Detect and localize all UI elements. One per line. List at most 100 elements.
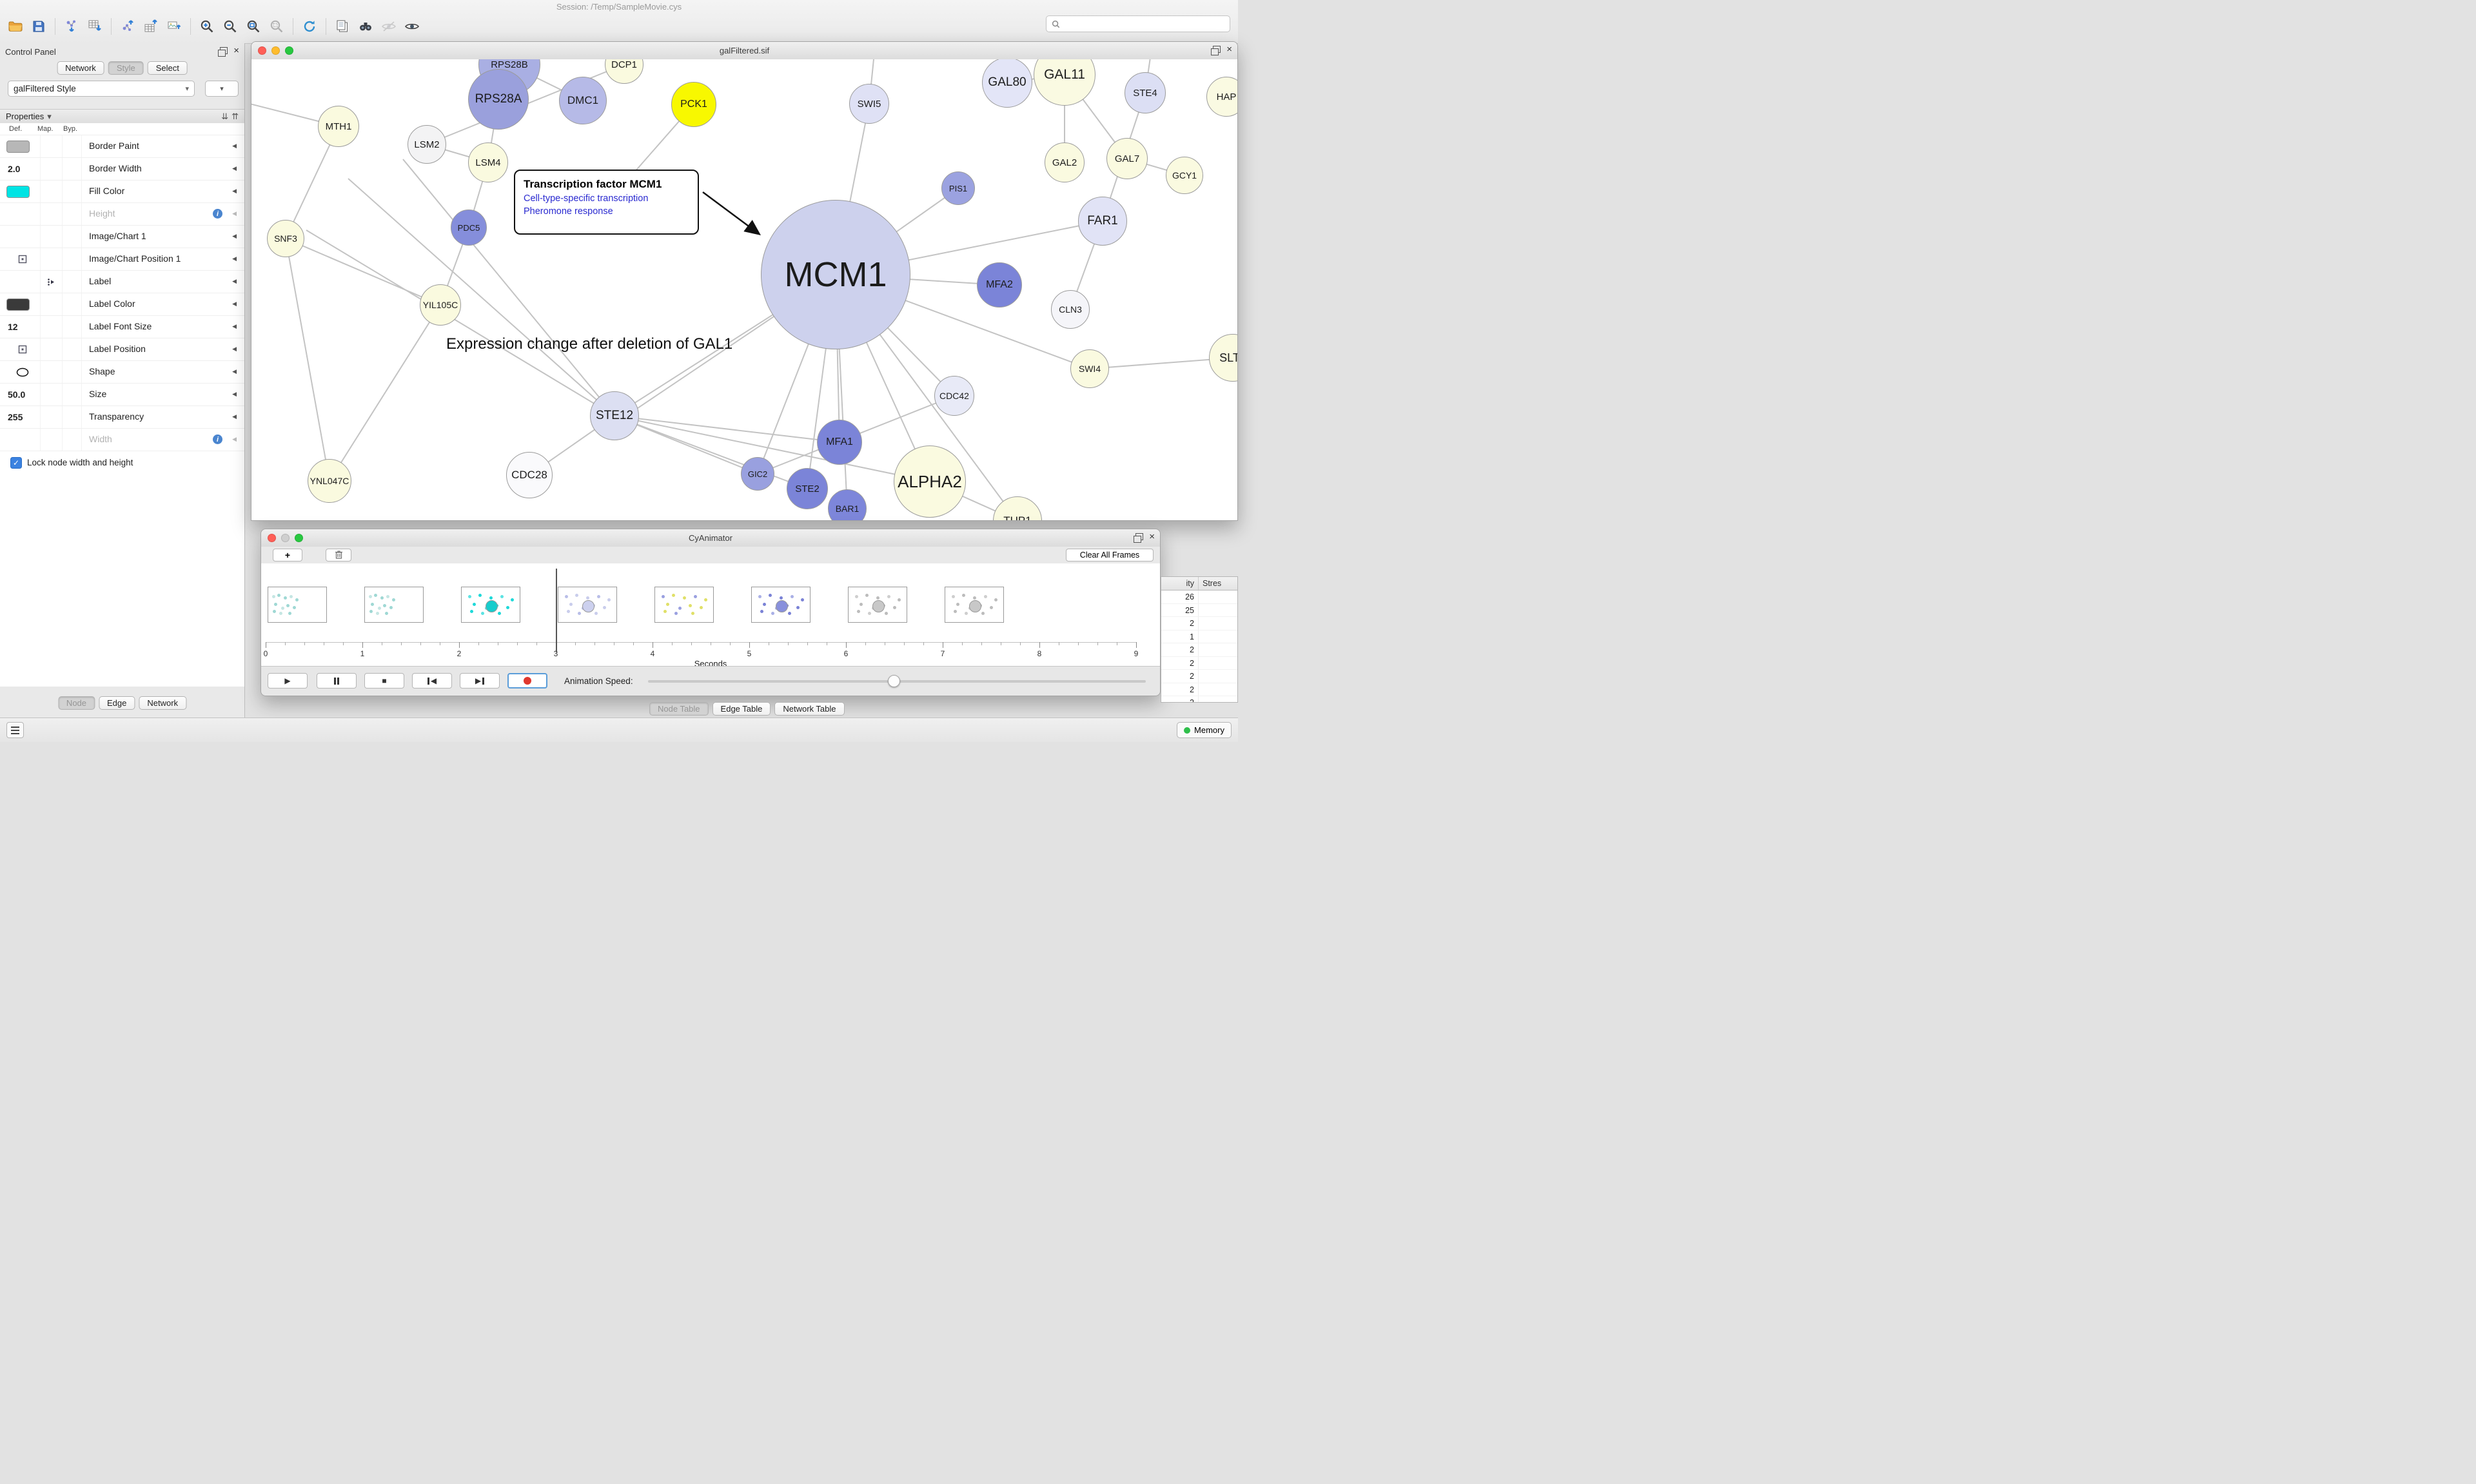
zoom-traffic-light[interactable] xyxy=(295,534,303,542)
network-node-cdc42[interactable]: CDC42 xyxy=(934,376,974,416)
style-options-button[interactable]: ▾ xyxy=(205,81,239,97)
network-node-hap[interactable]: HAP xyxy=(1206,77,1237,117)
bypass-cell[interactable] xyxy=(62,429,82,451)
default-value-cell[interactable] xyxy=(5,226,41,248)
expand-arrow-icon[interactable]: ◀ xyxy=(232,413,237,420)
property-row[interactable]: Label◀ xyxy=(0,271,244,293)
frame-thumbnail-4[interactable] xyxy=(654,587,714,623)
save-session-button[interactable] xyxy=(27,14,50,39)
bypass-cell[interactable] xyxy=(62,158,82,180)
network-node-far1[interactable]: FAR1 xyxy=(1078,197,1127,246)
bypass-cell[interactable] xyxy=(62,361,82,383)
mapping-cell[interactable] xyxy=(40,338,63,360)
network-node-ynl047c[interactable]: YNL047C xyxy=(308,459,351,503)
expand-arrow-icon[interactable]: ◀ xyxy=(232,346,237,352)
network-node-swi4[interactable]: SWI4 xyxy=(1070,349,1109,388)
mapping-cell[interactable] xyxy=(40,226,63,248)
zoom-in-button[interactable] xyxy=(195,14,219,39)
property-row[interactable]: Border Paint◀ xyxy=(0,135,244,158)
tab-network[interactable]: Network xyxy=(139,696,187,710)
default-value-cell[interactable] xyxy=(5,338,41,360)
expand-arrow-icon[interactable]: ◀ xyxy=(232,165,237,171)
tab-select[interactable]: Select xyxy=(147,61,188,75)
bypass-cell[interactable] xyxy=(62,226,82,248)
zoom-traffic-light[interactable] xyxy=(285,46,293,55)
tab-edge-table[interactable]: Edge Table xyxy=(712,702,771,716)
close-icon[interactable]: × xyxy=(1149,531,1155,542)
close-icon[interactable]: × xyxy=(233,45,239,56)
property-row[interactable]: Fill Color◀ xyxy=(0,181,244,203)
bypass-cell[interactable] xyxy=(62,338,82,360)
color-swatch[interactable] xyxy=(6,140,30,153)
expand-arrow-icon[interactable]: ◀ xyxy=(232,436,237,442)
network-node-gal80[interactable]: GAL80 xyxy=(982,59,1032,108)
color-swatch[interactable] xyxy=(6,298,30,311)
table-row[interactable]: 1 xyxy=(1161,630,1237,643)
tab-network-table[interactable]: Network Table xyxy=(774,702,845,716)
collapse-all-icon[interactable]: ⇈ xyxy=(231,111,239,121)
properties-header[interactable]: Properties ▾ ⇊ ⇈ xyxy=(0,109,244,124)
mapping-cell[interactable] xyxy=(40,203,63,225)
pause-button[interactable] xyxy=(317,673,357,688)
network-node-mfa2[interactable]: MFA2 xyxy=(977,262,1022,308)
export-image-button[interactable] xyxy=(162,14,186,39)
export-table-button[interactable] xyxy=(139,14,162,39)
export-network-button[interactable] xyxy=(116,14,139,39)
default-value-cell[interactable]: 2.0 xyxy=(5,158,41,180)
frame-thumbnail-6[interactable] xyxy=(848,587,907,623)
skip-end-button[interactable]: ▶ xyxy=(460,673,500,688)
close-traffic-light[interactable] xyxy=(268,534,276,542)
hide-selected-button[interactable] xyxy=(377,14,400,39)
property-row[interactable]: Label Position◀ xyxy=(0,338,244,361)
playhead[interactable] xyxy=(556,569,557,652)
frame-thumbnail-7[interactable] xyxy=(945,587,1004,623)
property-row[interactable]: Image/Chart 1◀ xyxy=(0,226,244,248)
network-node-rps28a[interactable]: RPS28A xyxy=(468,69,529,130)
clear-all-frames-button[interactable]: Clear All Frames xyxy=(1066,549,1154,561)
status-menu-button[interactable] xyxy=(6,722,24,738)
default-value-cell[interactable] xyxy=(5,248,41,270)
default-value-cell[interactable]: 50.0 xyxy=(5,384,41,405)
refresh-button[interactable] xyxy=(298,14,321,39)
style-dropdown[interactable]: galFiltered Style ▾ xyxy=(8,81,195,97)
network-node-lsm2[interactable]: LSM2 xyxy=(408,125,446,164)
lock-size-checkbox[interactable]: ✓ xyxy=(10,457,22,469)
network-node-mcm1[interactable]: MCM1 xyxy=(761,200,910,349)
network-node-gic2[interactable]: GIC2 xyxy=(741,457,774,491)
default-value-cell[interactable] xyxy=(5,181,41,202)
table-row[interactable]: 2 xyxy=(1161,643,1237,657)
minimize-traffic-light[interactable] xyxy=(271,46,280,55)
frame-thumbnail-5[interactable] xyxy=(751,587,811,623)
network-node-gal2[interactable]: GAL2 xyxy=(1045,142,1085,182)
mapping-cell[interactable] xyxy=(40,316,63,338)
default-value-cell[interactable] xyxy=(5,429,41,451)
zoom-fit-button[interactable] xyxy=(242,14,265,39)
info-icon[interactable]: i xyxy=(213,434,222,444)
bypass-cell[interactable] xyxy=(62,203,82,225)
bypass-cell[interactable] xyxy=(62,406,82,428)
default-value-cell[interactable] xyxy=(5,361,41,383)
network-node-ste12[interactable]: STE12 xyxy=(590,391,639,440)
mapping-cell[interactable] xyxy=(40,181,63,202)
table-row[interactable]: 2 xyxy=(1161,617,1237,630)
skip-start-button[interactable]: ◀ xyxy=(412,673,452,688)
play-button[interactable]: ▶ xyxy=(268,673,308,688)
property-row[interactable]: Image/Chart Position 1◀ xyxy=(0,248,244,271)
add-frame-button[interactable]: + xyxy=(273,549,302,561)
mapping-cell[interactable] xyxy=(40,158,63,180)
import-network-button[interactable] xyxy=(60,14,83,39)
network-node-bar1[interactable]: BAR1 xyxy=(828,489,867,520)
expand-arrow-icon[interactable]: ◀ xyxy=(232,142,237,149)
mapping-cell[interactable] xyxy=(40,406,63,428)
default-value-cell[interactable] xyxy=(5,271,41,293)
network-node-dmc1[interactable]: DMC1 xyxy=(559,77,607,124)
default-value-cell[interactable] xyxy=(5,203,41,225)
tab-style[interactable]: Style xyxy=(108,61,144,75)
close-icon[interactable]: × xyxy=(1226,44,1232,55)
mapping-cell[interactable] xyxy=(40,384,63,405)
network-node-ste4[interactable]: STE4 xyxy=(1125,72,1166,113)
